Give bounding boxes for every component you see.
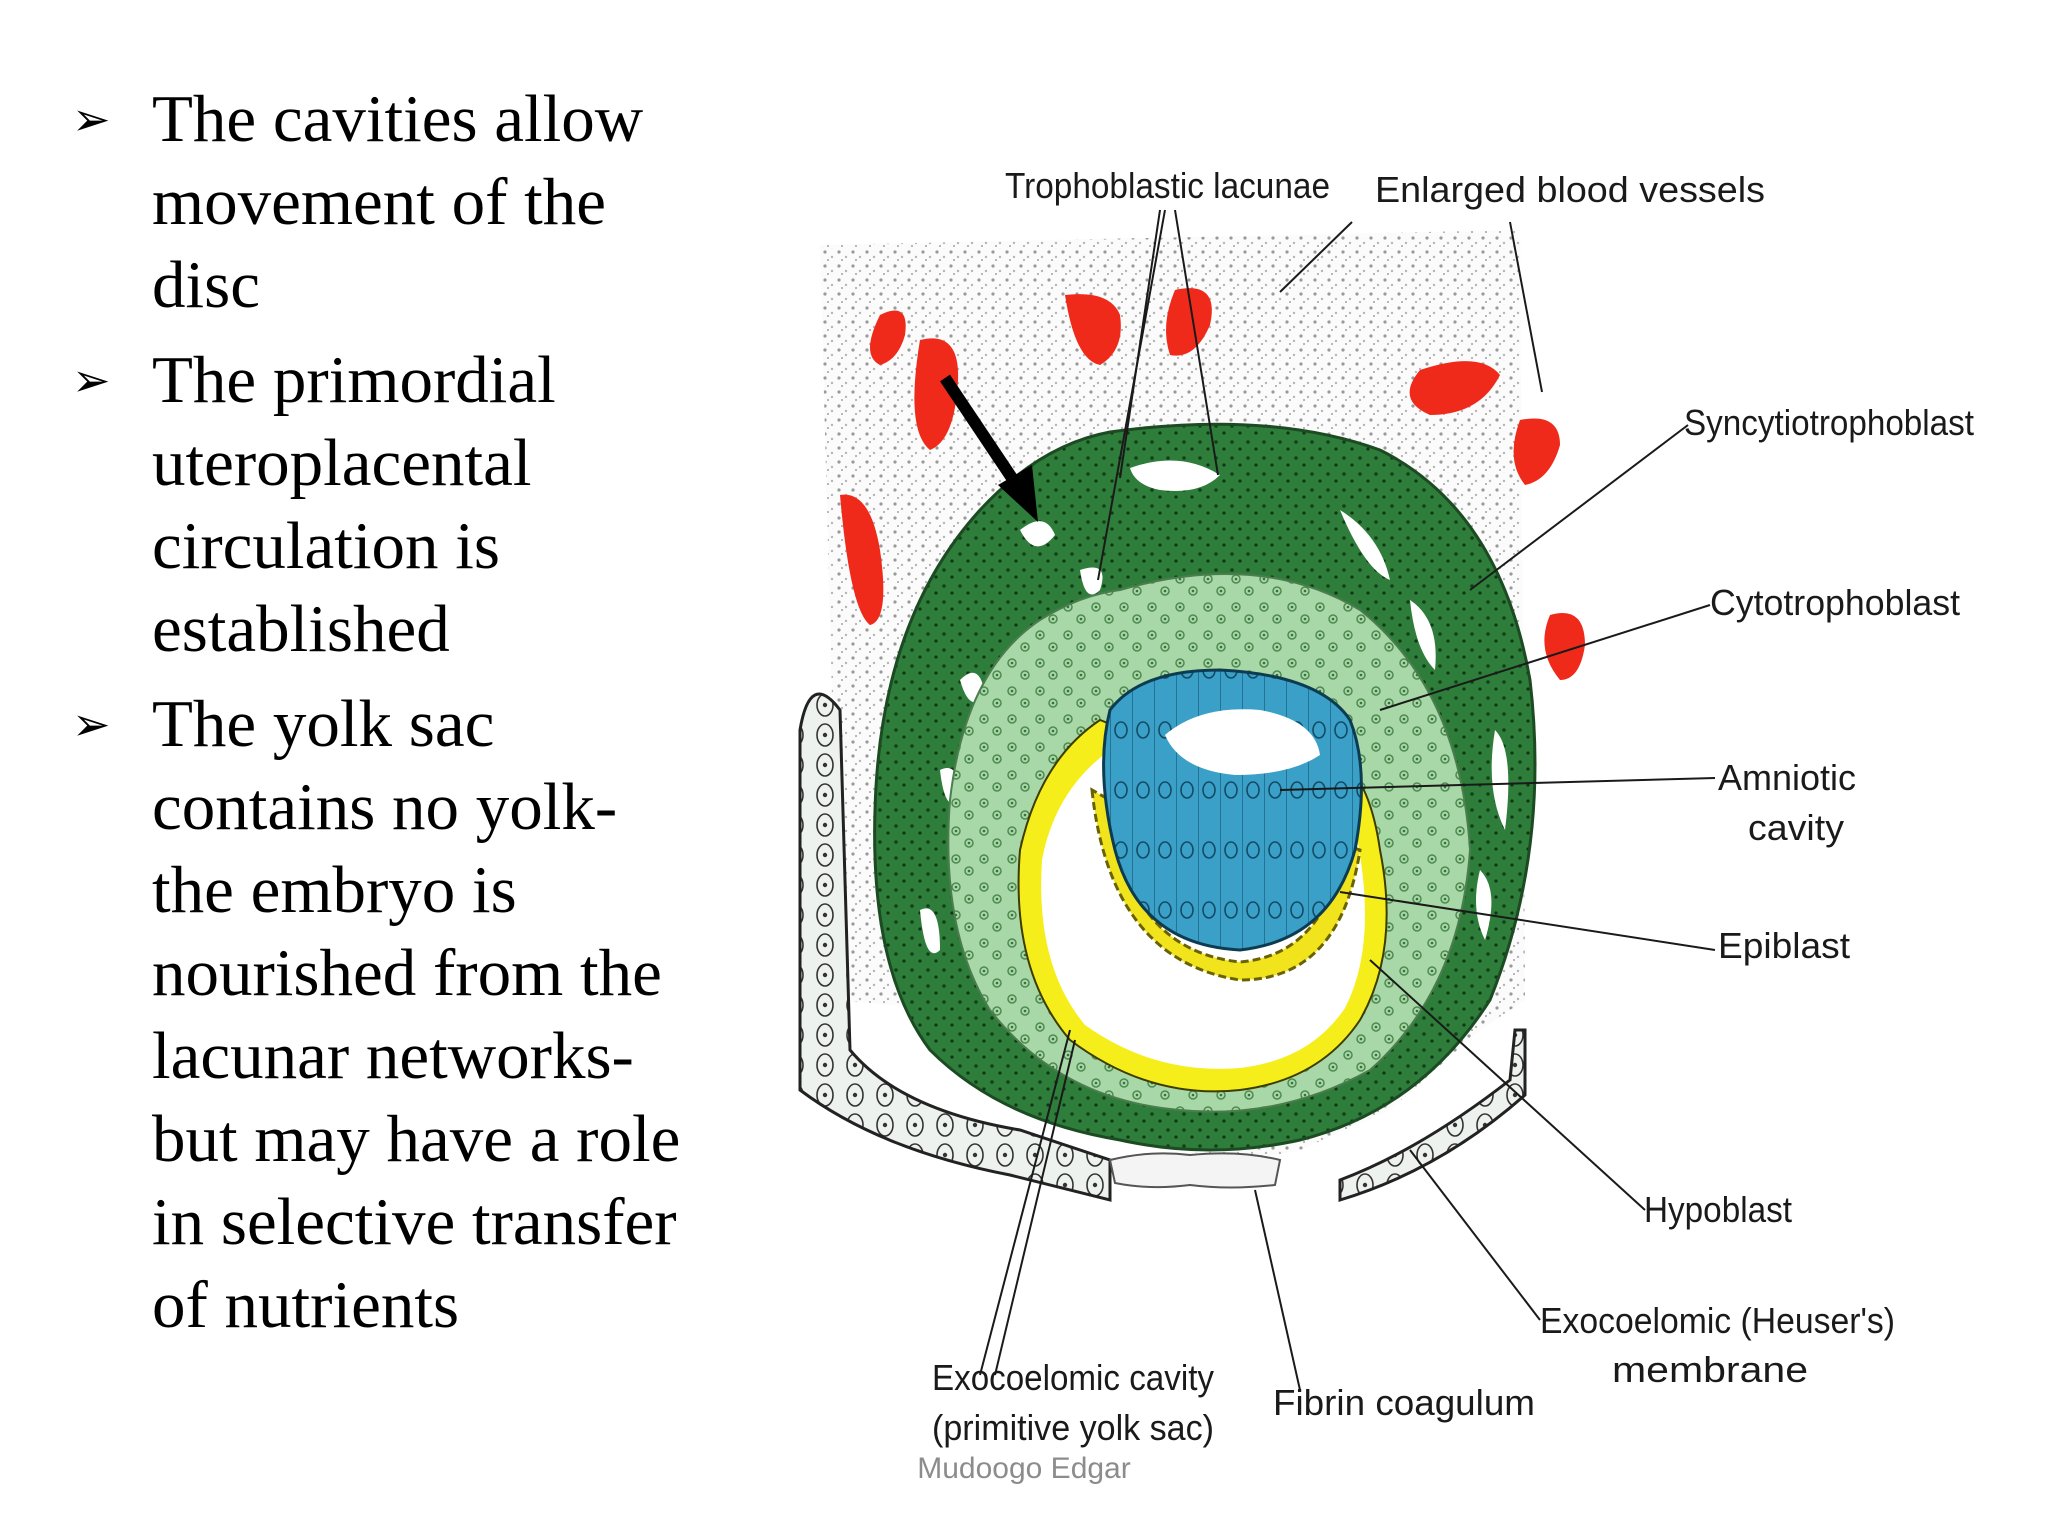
blood-vessel xyxy=(840,494,884,625)
blood-vessel xyxy=(1513,418,1560,485)
label-exocoelomic-membrane-line2: membrane xyxy=(1612,1349,1808,1390)
embryo-diagram: Trophoblastic lacunae Enlarged blood ves… xyxy=(780,150,1980,1450)
embryo-diagram-svg: Trophoblastic lacunae Enlarged blood ves… xyxy=(798,165,1974,1448)
label-amniotic-line1: Amniotic xyxy=(1718,757,1856,798)
label-epiblast: Epiblast xyxy=(1718,925,1850,966)
lacuna xyxy=(1476,870,1492,940)
blood-vessel xyxy=(1166,288,1212,356)
label-enlarged-blood-vessels: Enlarged blood vessels xyxy=(1375,169,1765,210)
lacuna xyxy=(1130,460,1220,491)
lacuna xyxy=(1340,510,1390,580)
label-hypoblast: Hypoblast xyxy=(1644,1189,1792,1230)
uterine-epithelium-right xyxy=(1338,1028,1527,1203)
label-cytotrophoblast: Cytotrophoblast xyxy=(1710,582,1960,623)
arrow-bullet-icon: ➢ xyxy=(72,92,111,146)
blood-vessel xyxy=(1065,294,1121,365)
blood-vessel xyxy=(1544,613,1585,680)
blood-vessel xyxy=(870,310,906,365)
fibrin-coagulum xyxy=(1108,1152,1282,1189)
bullet-item: ➢ The primordial uteroplacental circulat… xyxy=(72,339,712,671)
leader-lines xyxy=(979,209,1716,1391)
bullet-text: The yolk sac contains no yolk- the embry… xyxy=(152,687,681,1342)
bullet-item: ➢ The cavities allow movement of the dis… xyxy=(72,78,712,327)
label-amniotic-line2: cavity xyxy=(1748,807,1844,848)
label-exocoelomic-membrane-line1: Exocoelomic (Heuser's) xyxy=(1540,1300,1895,1341)
bullet-text: The cavities allow movement of the disc xyxy=(152,82,644,322)
label-exocoelomic-cavity-line1: Exocoelomic cavity xyxy=(932,1357,1214,1398)
blood-vessels xyxy=(840,288,1585,680)
bullet-item: ➢ The yolk sac contains no yolk- the emb… xyxy=(72,683,712,1347)
amniotic-cavity xyxy=(1165,709,1320,775)
lacuna xyxy=(920,908,940,954)
arrow-bullet-icon: ➢ xyxy=(72,353,111,407)
hypoblast-layer xyxy=(1090,787,1362,982)
lacuna xyxy=(1020,521,1055,547)
arrow-bullet-icon: ➢ xyxy=(72,697,111,751)
blood-vessel xyxy=(1409,361,1500,415)
label-syncytiotrophoblast: Syncytiotrophoblast xyxy=(1684,402,1974,443)
lacuna xyxy=(1080,567,1103,595)
blood-vessel xyxy=(914,338,959,450)
label-exocoelomic-cavity-line2: (primitive yolk sac) xyxy=(932,1407,1214,1448)
label-fibrin-coagulum: Fibrin coagulum xyxy=(1273,1382,1535,1423)
lacuna xyxy=(1491,730,1509,830)
bullet-text: The primordial uteroplacental circulatio… xyxy=(152,343,556,666)
indicator-arrow xyxy=(940,374,1038,522)
label-trophoblastic-lacunae: Trophoblastic lacunae xyxy=(1005,165,1330,206)
lacuna xyxy=(1410,600,1436,670)
bullet-list: ➢ The cavities allow movement of the dis… xyxy=(72,78,712,1359)
uterine-epithelium-left xyxy=(798,692,1112,1202)
footer-author: Mudoogo Edgar xyxy=(917,1452,1131,1485)
